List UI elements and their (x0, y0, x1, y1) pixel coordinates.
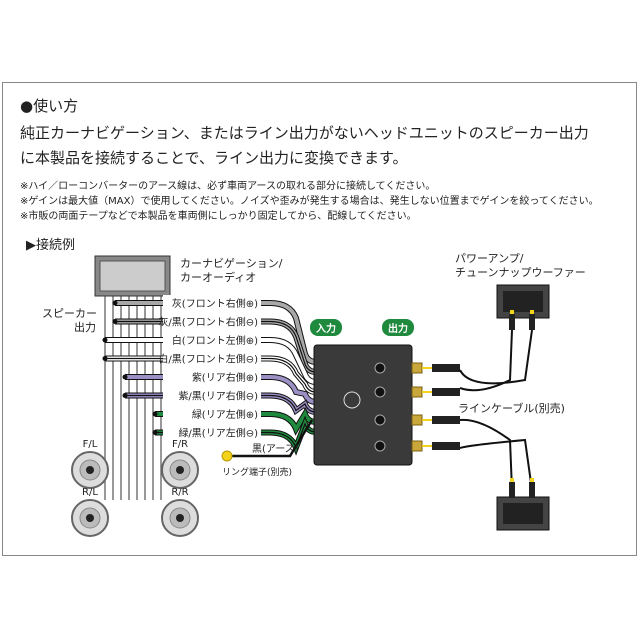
speaker-label: F/R (172, 439, 188, 450)
note-3: ※市販の両面テープなどで本製品を車両側にしっかり固定してから、配線してください。 (20, 211, 417, 222)
brand-logo-icon (343, 391, 361, 409)
wire-label: 緑/黒(リア左側⊖) (178, 427, 258, 440)
output-badge (382, 319, 414, 336)
rca-plug-icon (509, 482, 515, 498)
gain-knob-icon[interactable] (374, 386, 386, 398)
ring-terminal-icon (221, 450, 233, 462)
rca-plug-icon (432, 442, 460, 450)
converter-device (313, 344, 413, 466)
rca-plug-icon (432, 416, 460, 424)
wire-label-bg (163, 369, 261, 383)
body-line-2: に本製品を接続することで、ライン出力に変換できます。 (20, 149, 408, 167)
wire (115, 301, 317, 364)
rca-plug-icon (509, 314, 515, 330)
rca-plug-icon (432, 388, 460, 396)
body-line-1: 純正カーナビゲーション、またはライン出力がないヘッドユニットのスピーカー出力 (20, 124, 589, 142)
svg-text:出力: 出力 (388, 322, 408, 335)
wire-junction (102, 337, 108, 343)
wire-label-bg (163, 295, 261, 309)
wire-label: 灰/黒(フロント右側⊖) (158, 316, 258, 329)
wire-label-bg (163, 406, 261, 420)
rca-jack (411, 362, 423, 374)
amplifier-bottom (496, 496, 550, 531)
rca-jack (411, 386, 423, 398)
note-2: ※ゲインは最大値（MAX）で使用してください。ノイズや歪みが発生する場合は、発生… (20, 196, 599, 207)
wire-label-bg (163, 424, 261, 439)
wire-label-bg (163, 332, 261, 346)
speaker-label: R/R (171, 487, 188, 498)
wire-label: 紫(リア右側⊕) (192, 371, 258, 384)
example-heading: ▶接続例 (26, 238, 75, 253)
rca-jack (411, 414, 423, 426)
speaker-out-label-2: 出力 (74, 320, 96, 334)
wire-label: 白/黒(フロント左側⊖) (158, 353, 258, 366)
wire-label: 緑(リア左側⊕) (192, 408, 258, 421)
wire-label-bg (163, 350, 261, 365)
wire-junction (122, 393, 128, 398)
rca-plug-icon (432, 364, 460, 372)
rca-jack (411, 440, 423, 452)
speaker-label: F/L (83, 439, 98, 450)
section-title: ●使い方 (20, 97, 79, 115)
wire (105, 338, 317, 384)
rca-plug-icon (529, 314, 535, 330)
wire-junction (112, 300, 118, 306)
wire-label-bg (163, 313, 261, 328)
wire-stripe (115, 320, 317, 373)
gain-knob-icon[interactable] (374, 440, 386, 452)
wire-label: 紫/黒(リア右側⊖) (178, 390, 258, 403)
amplifier-top (496, 284, 550, 319)
wire-stripe (105, 357, 317, 393)
gain-knob-icon[interactable] (374, 362, 386, 374)
wire-label: 灰(フロント右側⊕) (172, 297, 258, 310)
wire-junction (152, 411, 158, 417)
wire-junction (102, 356, 108, 361)
wire-stripe (125, 394, 317, 413)
amp-label-2: チューンナップウーファー (455, 266, 586, 279)
speaker-label: R/L (82, 487, 98, 498)
wire-junction (112, 319, 118, 324)
input-badge (310, 319, 342, 336)
amp-label-1: パワーアンプ/ (455, 252, 524, 265)
wire-label: 白(フロント左側⊕) (172, 334, 258, 347)
head-unit-label-2: カーオーディオ (180, 270, 256, 284)
wire (125, 375, 317, 404)
note-1: ※ハイ／ローコンバーターのアース線は、必ず車両アースの取れる部分に接続してくださ… (20, 181, 436, 192)
wire-junction (152, 430, 158, 435)
gain-knob-icon[interactable] (374, 414, 386, 426)
svg-text:入力: 入力 (316, 322, 336, 335)
head-unit-label-1: カーナビゲーション/ (180, 257, 283, 270)
wire-label-bg (163, 387, 261, 402)
rca-plug-icon (529, 482, 535, 498)
speaker-out-label-1: スピーカー (42, 307, 97, 320)
wire-junction (122, 374, 128, 380)
content-frame (2, 82, 637, 556)
line-cable-label: ラインケーブル(別売) (458, 401, 565, 415)
ring-terminal-label: リング端子(別売) (222, 466, 292, 478)
ground-label: 黒(アース) (252, 443, 299, 455)
head-unit (94, 255, 171, 297)
